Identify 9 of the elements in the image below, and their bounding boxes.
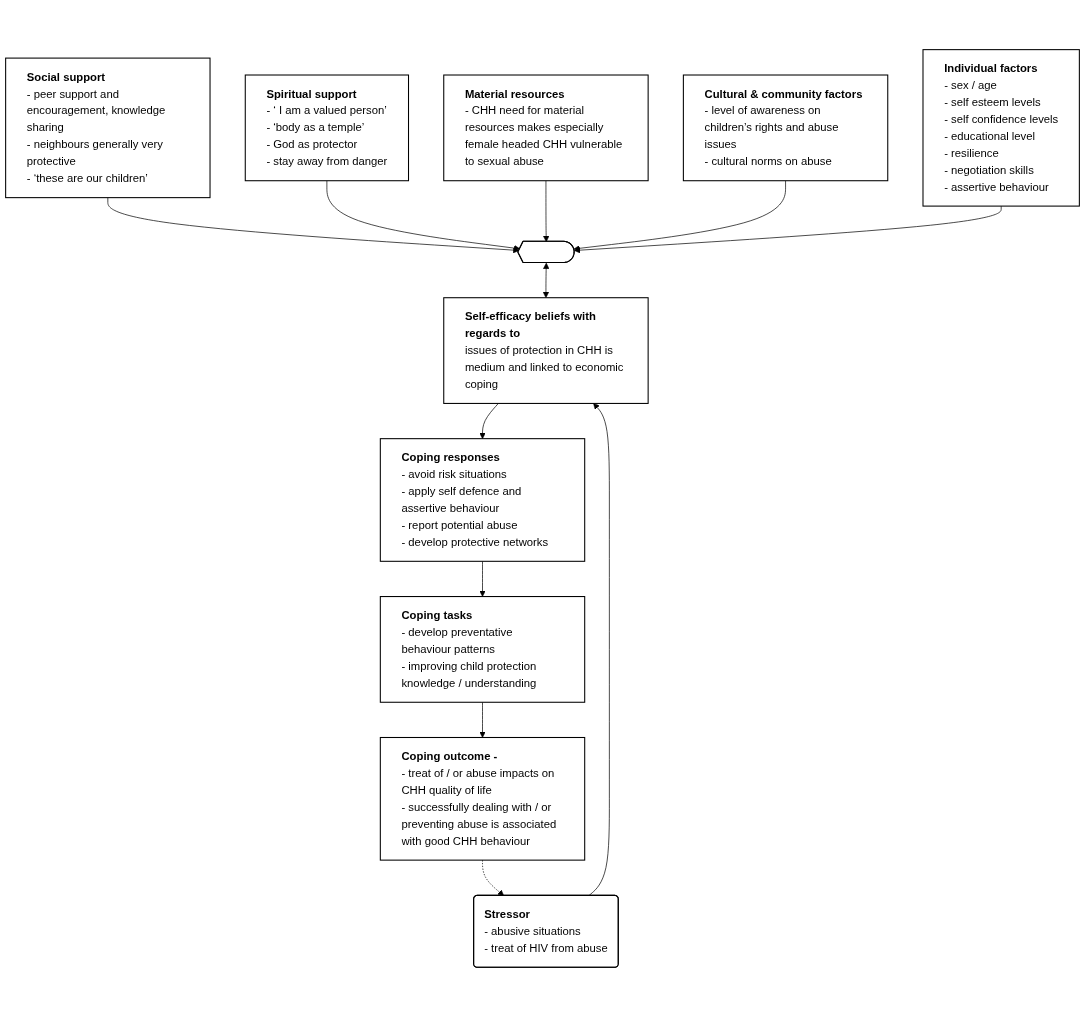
node-box: Individual factors - sex / age - self esteem levels - self confidence levels - educational level - resilience - negotiation skills - assertive behaviour [922,48,1080,207]
node-box: Social support - peer support and encouragement, knowledge sharing - neighbours generally very protective - ‘these are our children’ [5,57,211,198]
node-box: Material resources - CHH need for material resources makes especially female headed CHH vulnerable to sexual abuse [443,74,649,181]
node-box: Self-efficacy beliefs with regards to issues of protection in CHH is medium and linked to economic coping [443,296,649,404]
node-box: Coping outcome - - treat of / or abuse impacts on CHH quality of life - successfully dealing with / or preventing abuse is associated with good CHH behaviour [379,736,586,861]
node-box: Cultural & community factors - level of awareness on children’s rights and abuse issues - cultural norms on abuse [682,74,889,181]
node-box: Coping responses - avoid risk situations - apply self defence and assertive behaviour - report potential abuse - develop protective networks [379,437,586,562]
node-box: Spiritual support - ‘ I am a valued person’ - ‘body as a temple’ - God as protector - stay away from danger [244,74,410,181]
node-box: Coping tasks - develop preventative behaviour patterns - improving child protection knowledge / understanding [379,595,586,703]
